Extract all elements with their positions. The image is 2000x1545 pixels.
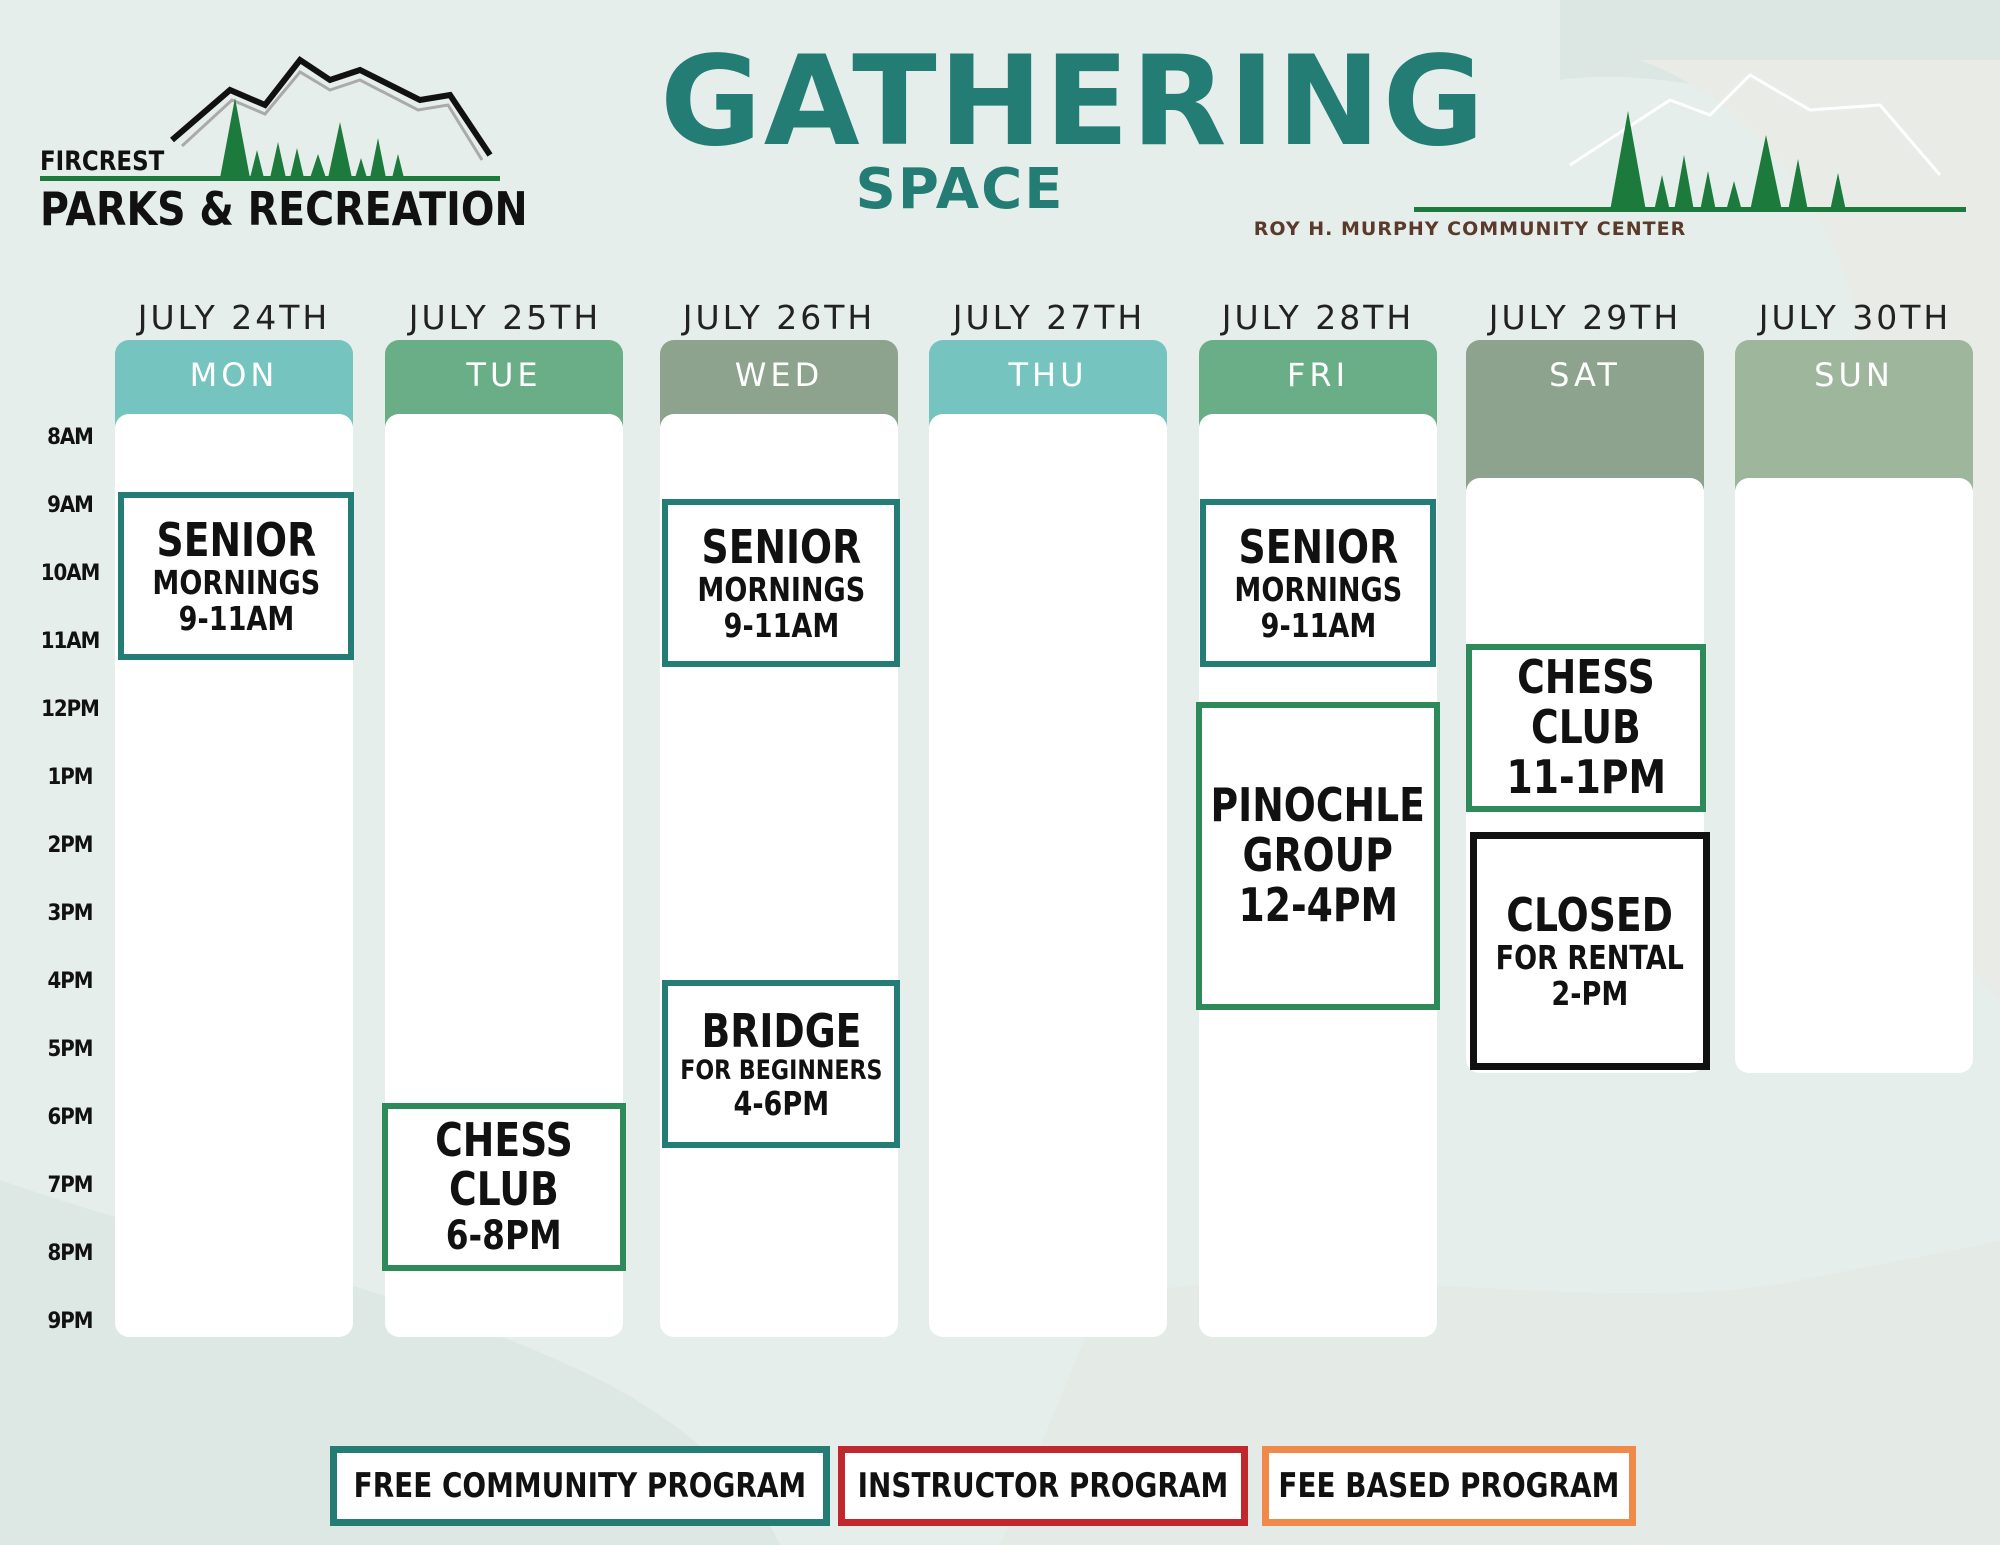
event-subtitle: CLUB: [1531, 700, 1641, 755]
time-label-10am: 10AM: [40, 561, 101, 586]
date-label-tue: JULY 25TH: [408, 298, 602, 337]
event-subtitle: FOR RENTAL: [1495, 938, 1685, 978]
event-time: 11-1PM: [1506, 749, 1666, 804]
day-header-sat: SAT: [1466, 340, 1704, 490]
page-title: GATHERING: [660, 30, 1487, 174]
event-wed-bridge[interactable]: BRIDGE FOR BEGINNERS 4-6PM: [662, 980, 900, 1148]
legend-fee-based-program: FEE BASED PROGRAM: [1262, 1446, 1636, 1526]
date-label-fri: JULY 28TH: [1221, 298, 1415, 337]
event-title: SENIOR: [701, 519, 861, 574]
event-title: CLOSED: [1506, 887, 1674, 942]
event-fri-senior-mornings[interactable]: SENIOR MORNINGS 9-11AM: [1200, 499, 1436, 667]
time-label-12pm: 12PM: [41, 697, 100, 722]
event-subtitle: MORNINGS: [152, 563, 320, 603]
event-subtitle: FOR BEGINNERS: [679, 1055, 883, 1087]
event-title: SENIOR: [156, 512, 316, 567]
logo-fircrest-text: FIRCREST: [40, 146, 165, 177]
time-label-11am: 11AM: [40, 629, 101, 654]
event-fri-pinochle-group[interactable]: PINOCHLE GROUP 12-4PM: [1196, 702, 1440, 1010]
event-time: 2-PM: [1551, 973, 1629, 1013]
event-subtitle: GROUP: [1242, 828, 1394, 883]
legend-fee-label: FEE BASED PROGRAM: [1278, 1466, 1620, 1506]
event-title: BRIDGE: [701, 1003, 861, 1058]
event-subtitle: MORNINGS: [1234, 570, 1402, 610]
fircrest-logo-graphic: [170, 55, 493, 178]
event-time: 6-8PM: [446, 1213, 562, 1260]
date-label-mon: JULY 24TH: [137, 298, 331, 337]
legend-instructor-program: INSTRUCTOR PROGRAM: [838, 1446, 1248, 1526]
event-sat-chess-club[interactable]: CHESS CLUB 11-1PM: [1466, 644, 1706, 812]
legend-instructor-label: INSTRUCTOR PROGRAM: [857, 1466, 1229, 1506]
time-label-4pm: 4PM: [47, 969, 94, 994]
event-time: 9-11AM: [178, 598, 294, 638]
time-label-5pm: 5PM: [47, 1037, 94, 1062]
day-header-sun: SUN: [1735, 340, 1973, 490]
event-time: 9-11AM: [723, 605, 839, 645]
day-column-sun: [1735, 478, 1973, 1073]
time-label-1pm: 1PM: [47, 765, 94, 790]
event-sat-closed-for-rental[interactable]: CLOSED FOR RENTAL 2-PM: [1470, 832, 1710, 1070]
event-mon-senior-mornings[interactable]: SENIOR MORNINGS 9-11AM: [118, 492, 354, 660]
event-subtitle: MORNINGS: [697, 570, 865, 610]
event-wed-senior-mornings[interactable]: SENIOR MORNINGS 9-11AM: [662, 499, 900, 667]
event-title: CHESS: [435, 1112, 573, 1167]
time-label-8pm: 8PM: [47, 1241, 94, 1266]
legend-free-label: FREE COMMUNITY PROGRAM: [353, 1466, 807, 1506]
legend-free-community-program: FREE COMMUNITY PROGRAM: [330, 1446, 830, 1526]
fircrest-logo-underline: [40, 176, 500, 181]
event-tue-chess-club[interactable]: CHESS CLUB 6-8PM: [382, 1103, 626, 1271]
event-subtitle: CLUB: [449, 1162, 559, 1217]
date-label-sat: JULY 29TH: [1488, 298, 1682, 337]
time-label-9pm: 9PM: [47, 1309, 94, 1334]
community-center-logo-graphic: [1414, 73, 1966, 212]
event-title: CHESS: [1517, 650, 1655, 705]
day-column-thu: [929, 414, 1167, 1337]
event-time: 4-6PM: [733, 1083, 829, 1123]
date-label-sun: JULY 30TH: [1758, 298, 1952, 337]
event-time: 12-4PM: [1238, 877, 1398, 932]
time-label-7pm: 7PM: [47, 1173, 94, 1198]
page-subtitle: SPACE: [855, 157, 1065, 222]
time-label-6pm: 6PM: [47, 1105, 94, 1130]
event-title: PINOCHLE: [1210, 778, 1426, 833]
date-label-thu: JULY 27TH: [952, 298, 1146, 337]
logo-community-center-text: ROY H. MURPHY COMMUNITY CENTER: [1253, 218, 1687, 240]
event-time: 9-11AM: [1260, 605, 1376, 645]
time-label-9am: 9AM: [47, 493, 94, 518]
date-label-wed: JULY 26TH: [682, 298, 876, 337]
time-label-2pm: 2PM: [47, 833, 94, 858]
time-label-8am: 8AM: [47, 425, 94, 450]
time-label-3pm: 3PM: [47, 901, 94, 926]
logo-parks-recreation-text: PARKS & RECREATION: [40, 182, 528, 236]
event-title: SENIOR: [1238, 519, 1398, 574]
